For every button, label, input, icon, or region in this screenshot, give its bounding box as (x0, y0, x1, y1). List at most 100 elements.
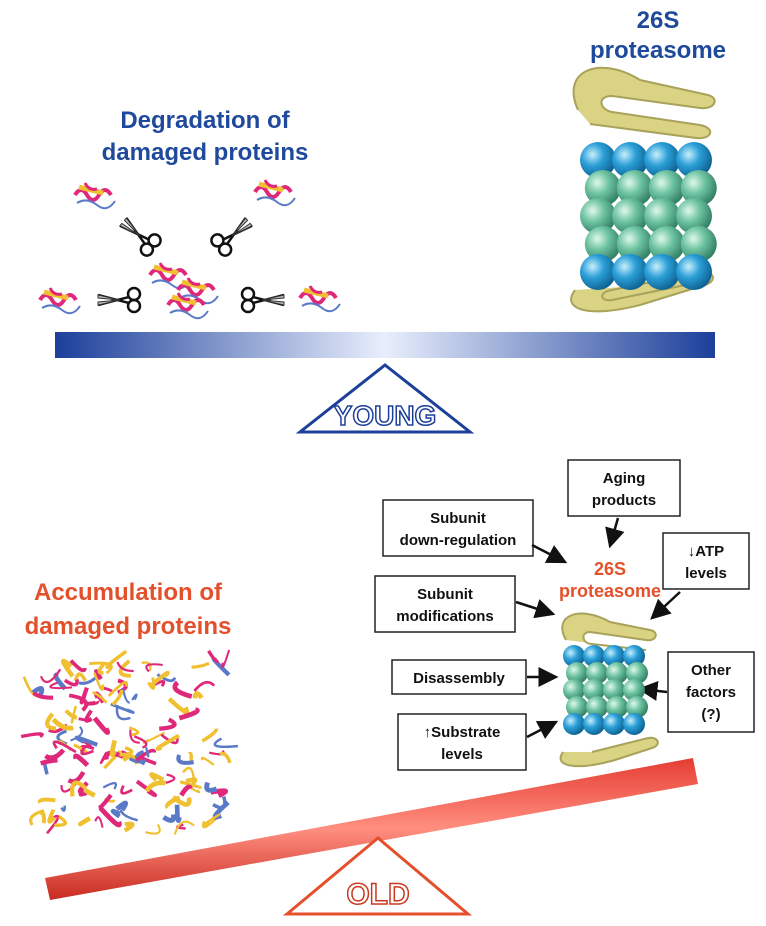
protein-strand (123, 821, 135, 833)
protein-strand (202, 813, 221, 827)
protein-strand (51, 717, 74, 731)
protein-strand (85, 699, 100, 706)
protein-strand (83, 787, 96, 798)
protein-strand (74, 735, 99, 747)
protein-strand (31, 686, 45, 696)
protein-strand (67, 770, 86, 784)
proteasome-subunit-sphere (623, 713, 645, 735)
protein-strand (207, 649, 220, 664)
aging-products-line2: products (592, 492, 656, 509)
subunit-downregulation-line1: Subunit (430, 510, 486, 527)
arrow-substrate-levels (526, 720, 559, 739)
aging-products-line1: Aging (603, 470, 646, 487)
proteasome-subunit-sphere (616, 170, 653, 206)
protein-strand (79, 686, 89, 705)
young-proteasome-illustration (570, 66, 717, 313)
protein-strand (68, 693, 89, 712)
old-balance-beam (45, 758, 698, 900)
proteasome-subunit-sphere (583, 645, 605, 667)
proteasome-subunit-sphere (606, 696, 628, 718)
factor-box-other-factors: Other factors (?) (667, 651, 755, 733)
factor-box-disassembly: Disassembly (391, 659, 527, 695)
arrow-atp-levels (650, 591, 681, 620)
protein-strand (171, 795, 192, 807)
protein-strand (191, 661, 210, 669)
factor-box-subunit-downregulation: Subunit down-regulation (382, 499, 534, 557)
subunit-downregulation-line2: down-regulation (400, 532, 517, 549)
atp-levels-line1: ↓ATP (688, 543, 724, 560)
protein-strand (145, 747, 150, 758)
protein-strand (155, 733, 180, 751)
protein-strand (189, 786, 201, 794)
scissors-icon (96, 286, 142, 314)
protein-strand (110, 702, 135, 714)
protein-strand (221, 649, 231, 668)
protein-strand (193, 680, 216, 692)
proteasome-subunit-sphere (644, 198, 680, 234)
proteasome-subunit-sphere (623, 645, 645, 667)
accumulation-title-line1: Accumulation of (34, 579, 223, 606)
scissors-icon (114, 211, 165, 260)
protein-strand (70, 780, 88, 797)
other-factors-line2: factors (686, 684, 736, 701)
proteasome-subunit-sphere (563, 645, 585, 667)
protein-strand (44, 748, 66, 761)
proteasome-subunit-sphere (680, 170, 717, 206)
protein-strand (159, 717, 177, 731)
protein-strand (39, 668, 62, 684)
protein-strand (54, 815, 67, 827)
protein-strand (115, 800, 129, 812)
proteasome-subunit-sphere (603, 679, 625, 701)
protein-strand (179, 784, 193, 797)
old-fulcrum (282, 836, 473, 916)
protein-strand (80, 746, 95, 756)
scissors-icon (207, 211, 258, 260)
protein-strand (70, 705, 77, 724)
protein-strand (37, 797, 56, 804)
protein-strand (142, 731, 166, 744)
protein-strand (64, 709, 78, 720)
protein-strand (201, 728, 219, 743)
proteasome-subunit-sphere (583, 679, 605, 701)
proteasome-subunit-sphere (644, 254, 680, 290)
factor-arrows (515, 517, 681, 739)
old-proteasome-title-line2: proteasome (559, 581, 661, 601)
proteasome-subunit-sphere (648, 226, 685, 262)
protein-strand (149, 772, 165, 782)
protein-strand (40, 757, 58, 766)
proteasome-subunit-sphere (563, 713, 585, 735)
protein-strand (144, 780, 166, 793)
other-factors-line3: (?) (701, 706, 720, 723)
proteasome-subunit-sphere (616, 226, 653, 262)
proteasome-subunit-sphere (606, 662, 628, 684)
protein-strand (105, 649, 128, 669)
protein-strand (69, 659, 87, 673)
protein-strand (60, 658, 75, 678)
protein-strand (99, 751, 108, 765)
proteasome-subunit-sphere (612, 142, 648, 178)
protein-strand (121, 688, 130, 704)
protein-strand (49, 681, 73, 690)
protein-strand (174, 804, 182, 823)
degradation-title-line1: Degradation of (120, 107, 290, 134)
atp-levels-line2: levels (685, 565, 727, 582)
proteasome-subunit-sphere (603, 713, 625, 735)
factor-box-subunit-modifications: Subunit modifications (374, 575, 516, 633)
protein-strand (204, 781, 218, 793)
protein-strand (45, 712, 57, 731)
protein-strand (102, 782, 118, 790)
accumulated-protein-aggregate (20, 649, 238, 835)
young-label: YOUNG (334, 400, 437, 431)
protein-strand (149, 670, 170, 688)
protein-strand (32, 691, 54, 700)
accumulation-title-line2: damaged proteins (25, 613, 232, 640)
arrow-subunit-modifications (515, 599, 556, 619)
protein-strand (131, 693, 138, 701)
protein-fragments-top (40, 180, 340, 318)
proteasome-subunit-sphere (623, 679, 645, 701)
protein-strand (145, 663, 163, 673)
proteasome-subunit-sphere (584, 170, 621, 206)
protein-strand (135, 748, 157, 762)
old-label: OLD (346, 878, 409, 911)
